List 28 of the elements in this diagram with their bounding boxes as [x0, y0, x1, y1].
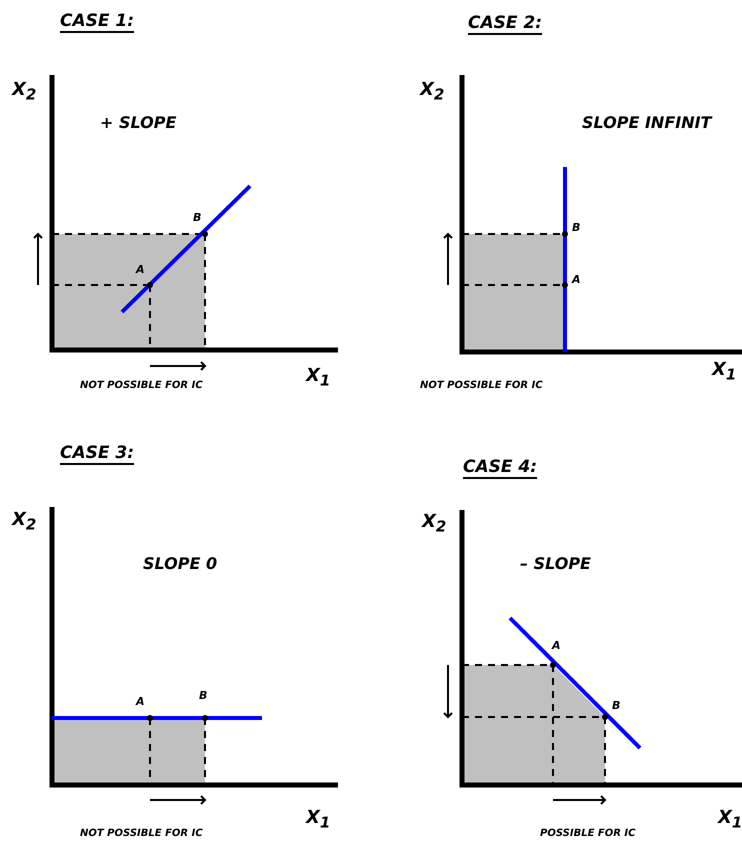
- slope-label: + SLOPE: [100, 114, 176, 132]
- case-heading: CASE 3:: [60, 444, 134, 463]
- axis-label: X$_{2}$: [12, 80, 36, 104]
- slope-label: – SLOPE: [520, 555, 591, 573]
- axis-label: X$_{2}$: [420, 80, 444, 104]
- slope-label: SLOPE 0: [143, 555, 218, 573]
- axis-label: X$_{1}$: [718, 808, 742, 832]
- axis-label: X$_{2}$: [12, 510, 36, 534]
- point-label: A: [136, 696, 145, 708]
- axis-label: X$_{2}$: [422, 512, 446, 536]
- case-heading: CASE 2:: [468, 14, 542, 33]
- point-label: B: [572, 222, 580, 234]
- point-label: B: [193, 212, 202, 224]
- note-text: NOT POSSIBLE FOR IC: [80, 828, 203, 839]
- axis-label: X$_{1}$: [306, 808, 330, 832]
- note-text: NOT POSSIBLE FOR IC: [420, 380, 543, 391]
- slope-label: SLOPE INFINIT: [582, 114, 712, 132]
- note-text: NOT POSSIBLE FOR IC: [80, 380, 203, 391]
- point-label: B: [612, 700, 620, 712]
- point-label: B: [199, 690, 208, 702]
- point-label: A: [136, 264, 145, 276]
- case-heading: CASE 1:: [60, 12, 134, 31]
- note-text: POSSIBLE FOR IC: [540, 828, 636, 839]
- case-heading: CASE 4:: [463, 458, 538, 477]
- point-label: A: [552, 640, 561, 652]
- axis-label: X$_{1}$: [306, 366, 330, 390]
- axis-label: X$_{1}$: [712, 360, 736, 384]
- point-label: A: [572, 274, 581, 286]
